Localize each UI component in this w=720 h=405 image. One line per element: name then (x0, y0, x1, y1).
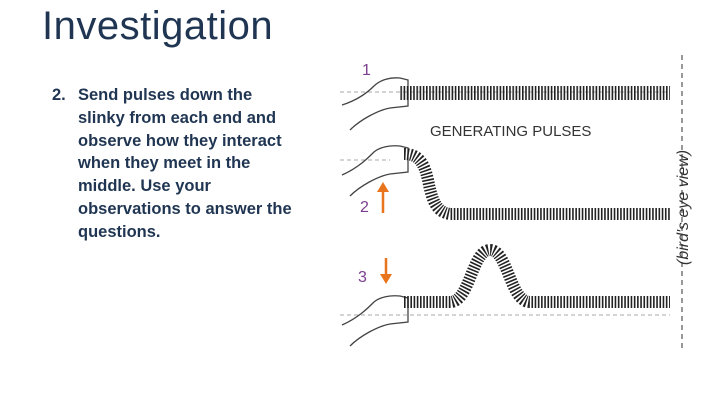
slinky-coil (403, 148, 670, 220)
arrow-down-head (380, 274, 392, 284)
panel-label-2: 2 (360, 199, 369, 216)
panel-1: 1 (340, 62, 670, 131)
step-text: Send pulses down the slinky from each en… (78, 86, 292, 241)
side-label: (bird's eye view) (675, 150, 692, 265)
hand-icon (341, 145, 409, 197)
panel-3: 3 (340, 243, 670, 347)
panel-label-3: 3 (358, 269, 367, 286)
instruction-step: 2. Send pulses down the slinky from each… (52, 84, 302, 244)
arrow-up-head (377, 182, 389, 192)
hand-icon (341, 295, 409, 347)
slinky-coil (400, 86, 670, 100)
slinky-coil (404, 243, 670, 308)
figure-heading: GENERATING PULSES (430, 123, 591, 140)
panel-label-1: 1 (362, 62, 371, 79)
slide-title: Investigation (42, 4, 274, 48)
hand-icon (341, 77, 409, 131)
step-number: 2. (52, 86, 66, 104)
panel-2: 2 (340, 145, 670, 220)
slinky-pulses-figure: GENERATING PULSES (bird's eye view) 1 2 … (340, 55, 692, 350)
